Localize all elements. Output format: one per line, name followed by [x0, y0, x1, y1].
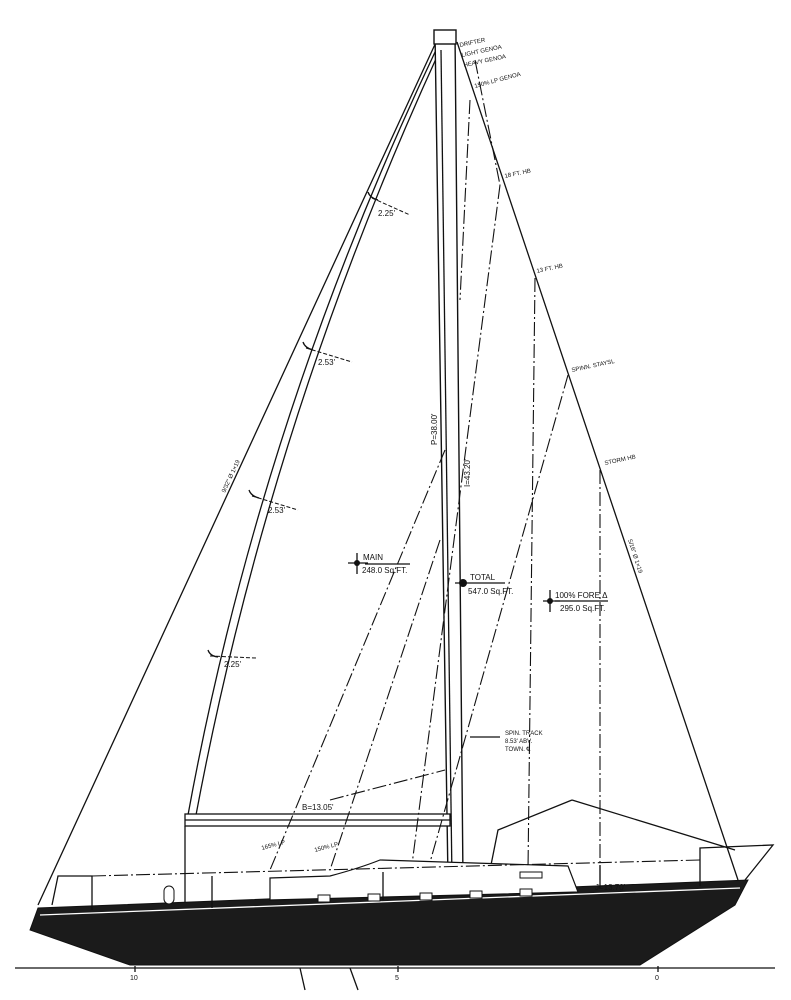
label-track-note-3: TOWN. ℄ [505, 747, 531, 753]
total-area-label: TOTAL [470, 573, 496, 582]
batten-length-2: 2.53' [318, 358, 336, 367]
station-5: 5 [395, 975, 399, 982]
total-area-value: 547.0 Sq.FT. [468, 587, 513, 596]
label-track-note-2: 8.53' ABV. [505, 739, 533, 745]
batten-length-1: 2.25' [378, 209, 396, 218]
dimension-i: I=43.20' [463, 458, 472, 487]
backstay [37, 39, 438, 906]
mainsail-leech [187, 49, 437, 816]
label-150-lp: 150% LP [314, 842, 339, 854]
label-13ft-hb: 13 FT. HB [536, 264, 563, 275]
cabin-house [269, 859, 579, 901]
label-storm-hb: STORM HB [604, 455, 636, 467]
dimension-p: P=38.00' [430, 413, 439, 445]
mainsail-leech-inner [195, 49, 441, 816]
main-area-value: 248.0 Sq.FT. [362, 566, 407, 575]
label-backstay-note: 9/32" Ø 1×19 [221, 459, 242, 494]
label-18ft-hb: 18 FT. HB [504, 169, 531, 180]
masthead [433, 29, 457, 45]
main-area-label: MAIN [363, 553, 383, 562]
station-ticks [134, 966, 659, 991]
label-drifter: DRIFTER [459, 38, 486, 49]
mast-track [440, 49, 453, 881]
dimension-j: J=13.70' [595, 883, 626, 892]
batten-length-3: 2.53' [268, 506, 286, 515]
lifelines [51, 844, 775, 910]
fore-area-label: 100% FORE Δ [555, 591, 608, 600]
station-10: 10 [130, 975, 138, 982]
headstay [456, 41, 739, 881]
dimension-b: B=13.05' [302, 803, 334, 812]
label-spinn-staysl: SPINN. STAYSL [571, 359, 616, 374]
station-0: 0 [655, 975, 659, 982]
portlights [317, 888, 533, 903]
fore-area-value: 295.0 Sq.FT. [560, 604, 605, 613]
label-150-genoa: 150% LP GENOA [474, 72, 522, 90]
batten-length-4: 2.25' [224, 660, 242, 669]
label-track-note-1: SPIN. TRACK [505, 731, 543, 737]
battens [207, 191, 411, 659]
mast [434, 32, 464, 881]
centroid-markers [348, 553, 608, 612]
label-165-lp: 165% LP [261, 840, 286, 852]
hull [29, 879, 749, 966]
headsail-outlines [269, 59, 736, 881]
